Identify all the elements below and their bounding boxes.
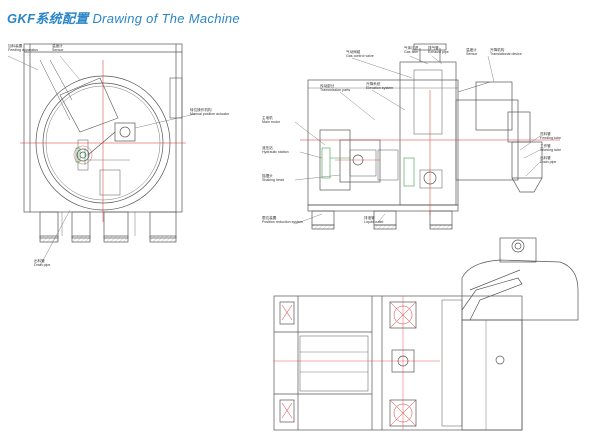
label-translational-device-cn: 升降机构 [490,48,505,52]
label-drain-pipe-right-en: Drain pipe [540,160,557,165]
label-exhaust-pipe-cn: 排气管 [428,46,439,50]
top-view [273,237,579,431]
translational-device [475,81,513,131]
label-feeding-apparatus-en: Feeding apparatus [8,48,38,53]
label-feeding-apparatus: 加料装置 Feeding apparatus [8,44,38,53]
label-manual-actuator: 转位操作机构 Manual position actuator [190,108,229,117]
label-drain-pipe-left-en: Drain pipe [34,263,51,268]
top-dome [461,259,579,321]
label-shaking-head-en: Shaking head [262,178,284,183]
label-hydraulic-station-cn: 液压站 [262,146,273,150]
label-sensor-right-en: Sensor [466,52,478,57]
front-green-parts [75,147,86,165]
label-gas-control-valve-cn: 气动阀组 [346,50,361,54]
top-centerlines [274,296,440,430]
label-gas-control-valve: 气动阀组 Gas control valve [346,50,374,59]
manual-actuator-box [114,122,136,142]
label-translational-device-en: Translational device [490,52,522,57]
label-drain-pipe-left: 出料管 Drain pipe [34,259,50,268]
label-gas-filter-en: Gas filter [404,50,419,55]
side-foot-1 [311,210,335,226]
top-view-frame [273,295,523,431]
title-cn: GKF系统配置 [7,11,89,26]
label-shaking-head-cn: 摇摆头 [262,174,273,178]
front-foot-2 [71,211,91,239]
label-translational-device: 升降机构 Translational device [490,48,522,57]
label-elevation-system-cn: 升降系统 [366,82,381,86]
label-manual-actuator-cn: 转位操作机构 [190,108,212,112]
side-foot-3 [429,210,453,226]
label-gas-filter-cn: 气体过滤 [404,46,419,50]
label-gas-control-valve-en: Gas control valve [346,54,374,59]
label-sensor-right: 温度计 Sensor [466,48,477,57]
label-exhaust-pipe-en: Exhaust pipe [428,50,449,55]
label-sensor-left: 温度计 Sensor [52,44,63,53]
label-feeding-tube-cn: 进料管 [540,132,551,136]
label-exhaust-pipe: 排气管 Exhaust pipe [428,46,449,55]
label-position-limit-cn: 限位装置 [262,216,277,220]
label-sensor-left-en: Sensor [52,48,64,53]
side-green-parts [321,147,415,187]
top-dome-cap [499,237,537,263]
side-centerlines [300,90,560,215]
label-liquid-outlet: 排液管 Liquid outlet [364,216,383,225]
front-foot-1 [39,211,59,239]
front-foot-3 [103,211,129,239]
label-position-limit: 限位装置 Position reduction system [262,216,303,225]
front-centerlines [20,60,186,222]
label-working-tube-en: Working tube [540,148,562,153]
side-view [307,43,543,230]
label-drain-pipe-right: 出料管 Drain pipe [540,156,556,165]
label-transmission-parts-en: Transmission parts [320,88,351,93]
label-elevation-system: 升降系统 Elevation system [366,82,393,91]
label-main-motor-cn: 主电机 [262,116,273,120]
title-en: Drawing of The Machine [92,11,240,26]
label-feeding-apparatus-cn: 加料装置 [8,44,23,48]
side-body [307,79,459,206]
label-hydraulic-station-en: Hydraulic station [262,150,289,155]
label-liquid-outlet-cn: 排液管 [364,216,375,220]
front-foot-4 [149,211,177,239]
label-transmission-parts-cn: 传动部分 [320,84,335,88]
label-elevation-system-en: Elevation system [366,86,394,91]
label-feeding-tube: 进料管 Feeding tube [540,132,561,141]
page-title: GKF系统配置 Drawing of The Machine [7,8,240,27]
label-drain-pipe-left-cn: 出料管 [34,259,45,263]
working-tube [511,141,543,179]
label-main-motor: 主电机 Main motor [262,116,280,125]
label-feeding-tube-en: Feeding tube [540,136,561,141]
label-working-tube: 工作管 Working tube [540,144,561,153]
label-liquid-outlet-en: Liquid outlet [364,220,384,225]
label-hydraulic-station: 液压站 Hydraulic station [262,146,289,155]
label-main-motor-en: Main motor [262,120,280,125]
label-shaking-head: 摇摆头 Shaking head [262,174,284,183]
label-manual-actuator-en: Manual position actuator [190,112,230,117]
label-transmission-parts: 传动部分 Transmission parts [320,84,350,93]
label-sensor-right-cn: 温度计 [466,48,477,52]
label-sensor-left-cn: 温度计 [52,44,63,48]
label-gas-filter: 气体过滤 Gas filter [404,46,418,55]
label-working-tube-cn: 工作管 [540,144,551,148]
label-position-limit-en: Position reduction system [262,220,303,225]
label-drain-pipe-right-cn: 出料管 [540,156,551,160]
